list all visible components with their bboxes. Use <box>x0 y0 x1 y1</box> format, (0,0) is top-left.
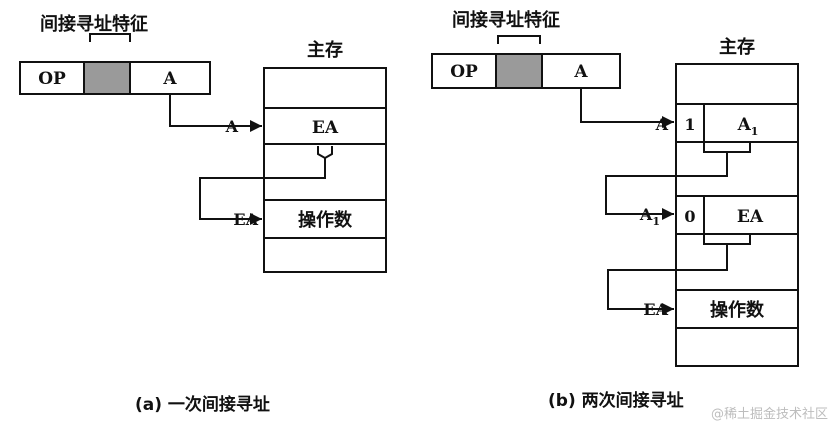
instr-addr-text-a: A <box>162 69 177 89</box>
instr-addr-cell-b <box>541 53 621 89</box>
memory-row-ea-b <box>675 195 799 235</box>
instr-op-cell-a <box>19 61 85 95</box>
addr-label-b: A <box>655 115 669 134</box>
pointer-ea-to-operand-b <box>607 244 728 315</box>
memory-row-a1-text: A1 <box>737 115 759 138</box>
instr-op-text-b: OP <box>450 62 478 82</box>
memory-row-a1 <box>675 103 799 143</box>
indirect-flag-bit-b <box>495 53 543 89</box>
pointer-a-to-ea <box>169 94 262 132</box>
caption-a: (a) 一次间接寻址 <box>135 394 270 415</box>
flag-brace-b <box>497 35 541 44</box>
flag-brace-a <box>89 33 131 42</box>
ea-label-a: EA <box>233 210 258 229</box>
memory-row-operand-b <box>675 289 799 329</box>
ea-label-b: EA <box>643 300 668 319</box>
memory-row-ea-a <box>263 107 387 145</box>
pointer-a1-to-ea <box>605 152 728 220</box>
memory-title-a: 主存 <box>307 39 343 61</box>
indirect-flag-label-a: 间接寻址特征 <box>40 13 148 35</box>
memory-row-ea-text-b: EA <box>737 207 764 227</box>
memory-title-b: 主存 <box>719 36 755 58</box>
instr-addr-text-b: A <box>573 62 588 82</box>
memory-row-operand-text-b: 操作数 <box>710 299 765 321</box>
diagram-b: 间接寻址特征 OP A 主存 1 A1 0 EA 操作数 A A1 EA (b)… <box>431 9 799 411</box>
indirect-flag-label-b: 间接寻址特征 <box>452 9 560 31</box>
memory-row-ea-text-a: EA <box>312 118 339 138</box>
watermark: @稀土掘金技术社区 <box>711 406 828 422</box>
indirect-flag-bit-a <box>83 61 131 95</box>
caption-b: (b) 两次间接寻址 <box>548 390 684 411</box>
diagram-a: 间接寻址特征 OP A 主存 EA 操作数 A EA (a) 一次间接寻址 <box>19 13 387 415</box>
instr-op-cell-b <box>431 53 497 89</box>
memory-row-operand-a <box>263 199 387 239</box>
addr-label-a: A <box>225 117 239 136</box>
flag-bit-row2: 0 <box>684 207 695 226</box>
addr-label-a1: A1 <box>639 205 660 228</box>
memory-row-operand-text-a: 操作数 <box>298 209 353 231</box>
flag-bit-row1: 1 <box>684 115 695 134</box>
pointer-ea-to-operand <box>199 158 326 225</box>
pointer-a-to-a1 <box>580 88 674 128</box>
instr-op-text-a: OP <box>38 69 66 89</box>
